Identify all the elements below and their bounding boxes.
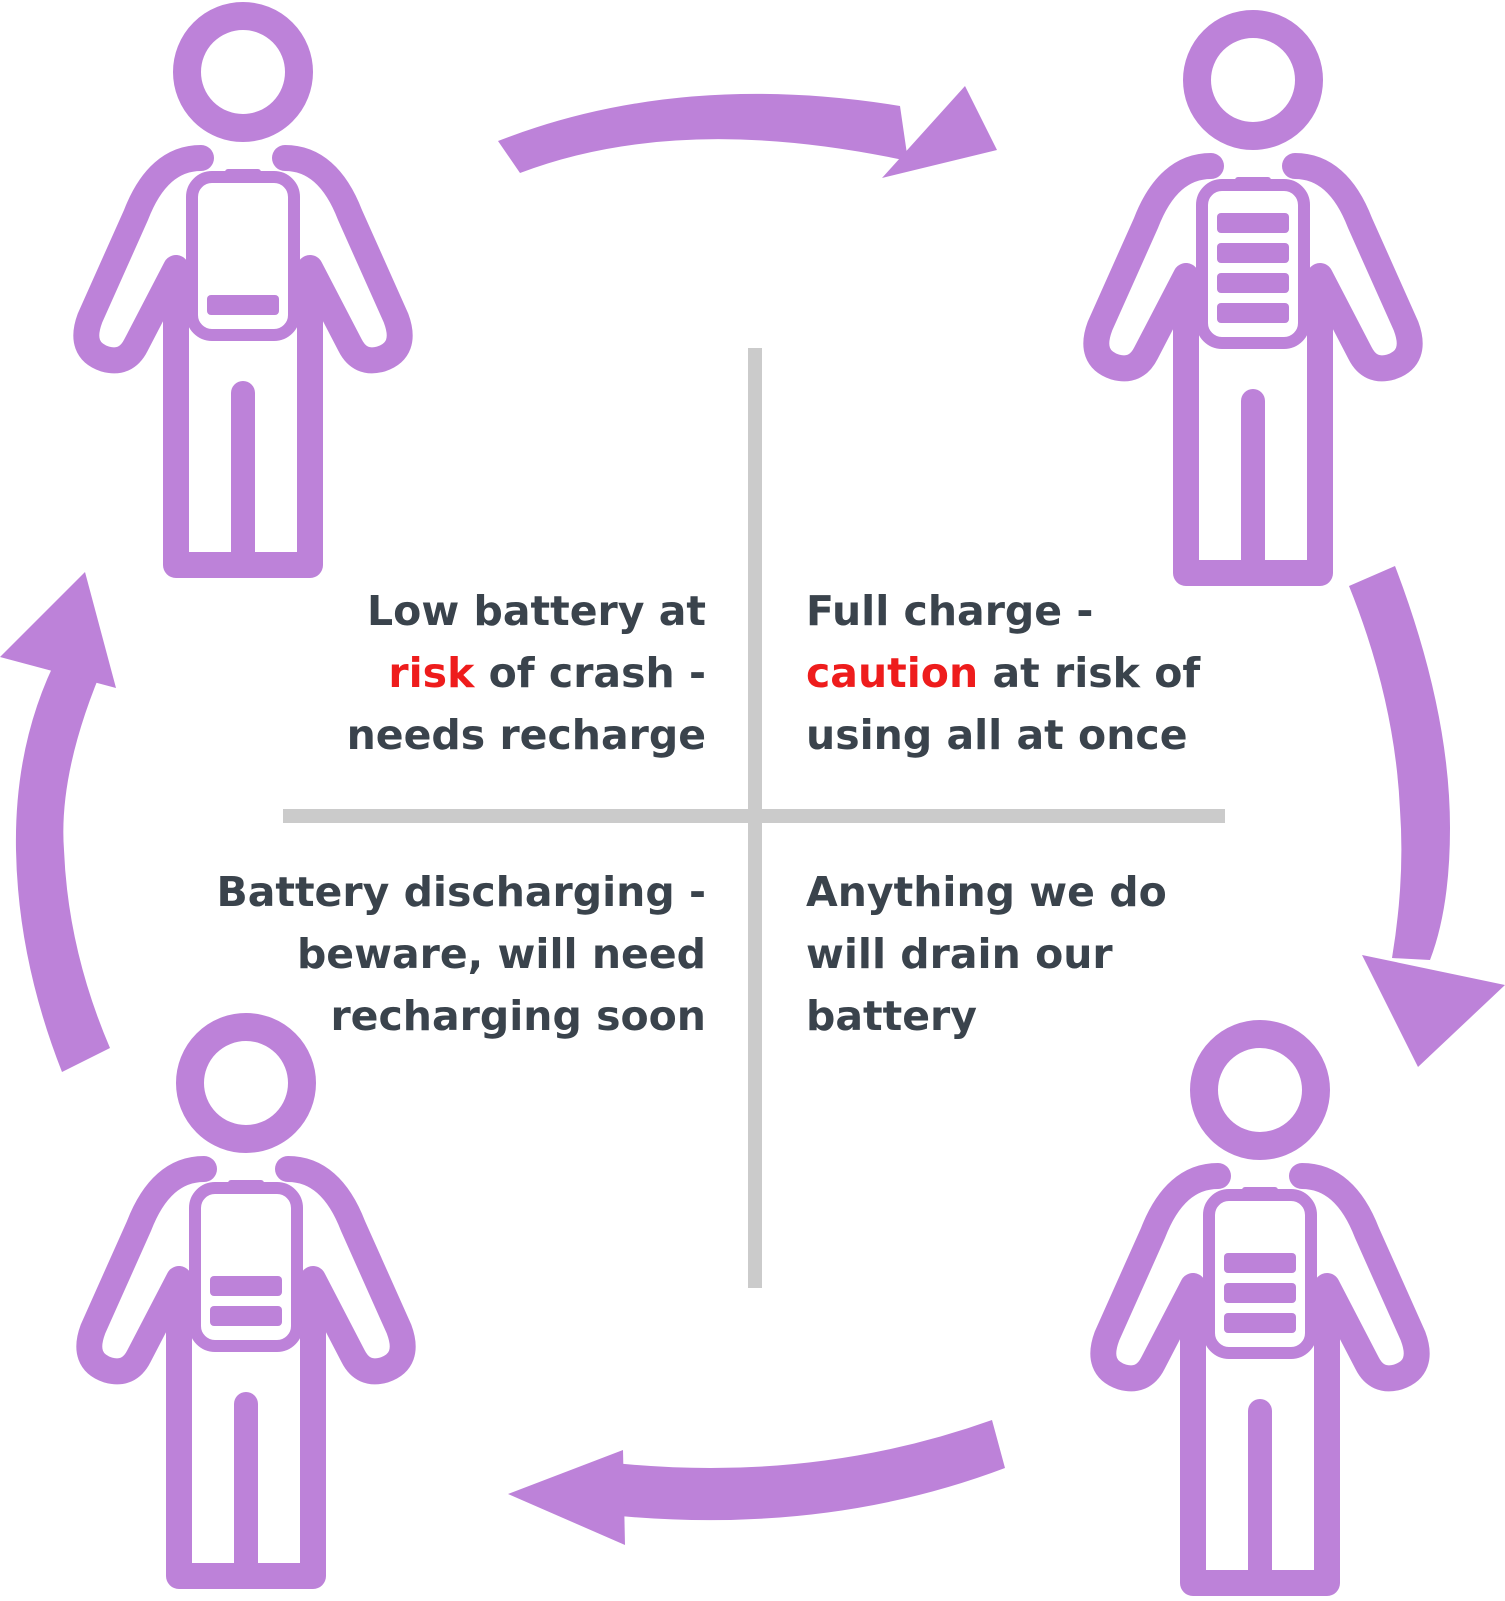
bottom-left-line-1: Battery discharging - — [216, 868, 706, 916]
person-bottom-right — [1090, 1020, 1430, 1596]
quadrant-text-bottom-right: Anything we do will drain our battery — [806, 861, 1167, 1047]
cycle-arrows — [0, 86, 1505, 1545]
quadrant-dividers — [283, 348, 1225, 1288]
top-left-line-2-rest: of crash - — [474, 649, 706, 697]
top-left-line-1: Low battery at — [367, 587, 706, 635]
top-right-line-2: caution at risk of — [806, 642, 1200, 704]
arrow-right — [1349, 566, 1505, 1067]
battery-icon — [186, 169, 300, 341]
top-right-line-2-rest: at risk of — [978, 649, 1201, 697]
quadrant-text-top-right: Full charge - caution at risk of using a… — [806, 580, 1200, 766]
bottom-left-line-2: beware, will need — [296, 930, 706, 978]
quadrant-text-top-left: Low battery at risk of crash - needs rec… — [347, 580, 706, 766]
person-bottom-left — [76, 1013, 416, 1589]
bottom-right-line-3: battery — [806, 992, 977, 1040]
top-right-line-3: using all at once — [806, 711, 1188, 759]
arrow-top — [498, 86, 997, 178]
risk-highlight: risk — [388, 649, 475, 697]
battery-icon — [189, 1180, 303, 1352]
top-left-line-2: risk of crash - — [347, 642, 706, 704]
battery-icon — [1196, 177, 1310, 349]
arrow-bottom — [508, 1420, 1005, 1545]
bottom-right-line-2: will drain our — [806, 930, 1113, 978]
quadrant-text-bottom-left: Battery discharging - beware, will need … — [216, 861, 706, 1047]
person-top-right — [1083, 10, 1423, 586]
battery-icon — [1203, 1187, 1317, 1359]
top-left-line-3: needs recharge — [346, 711, 706, 759]
arrow-left — [0, 572, 116, 1072]
person-figures — [73, 2, 1430, 1596]
caution-highlight: caution — [806, 649, 979, 697]
bottom-left-line-3: recharging soon — [330, 992, 706, 1040]
top-right-line-1: Full charge - — [806, 587, 1094, 635]
bottom-right-line-1: Anything we do — [806, 868, 1167, 916]
person-top-left — [73, 2, 413, 578]
